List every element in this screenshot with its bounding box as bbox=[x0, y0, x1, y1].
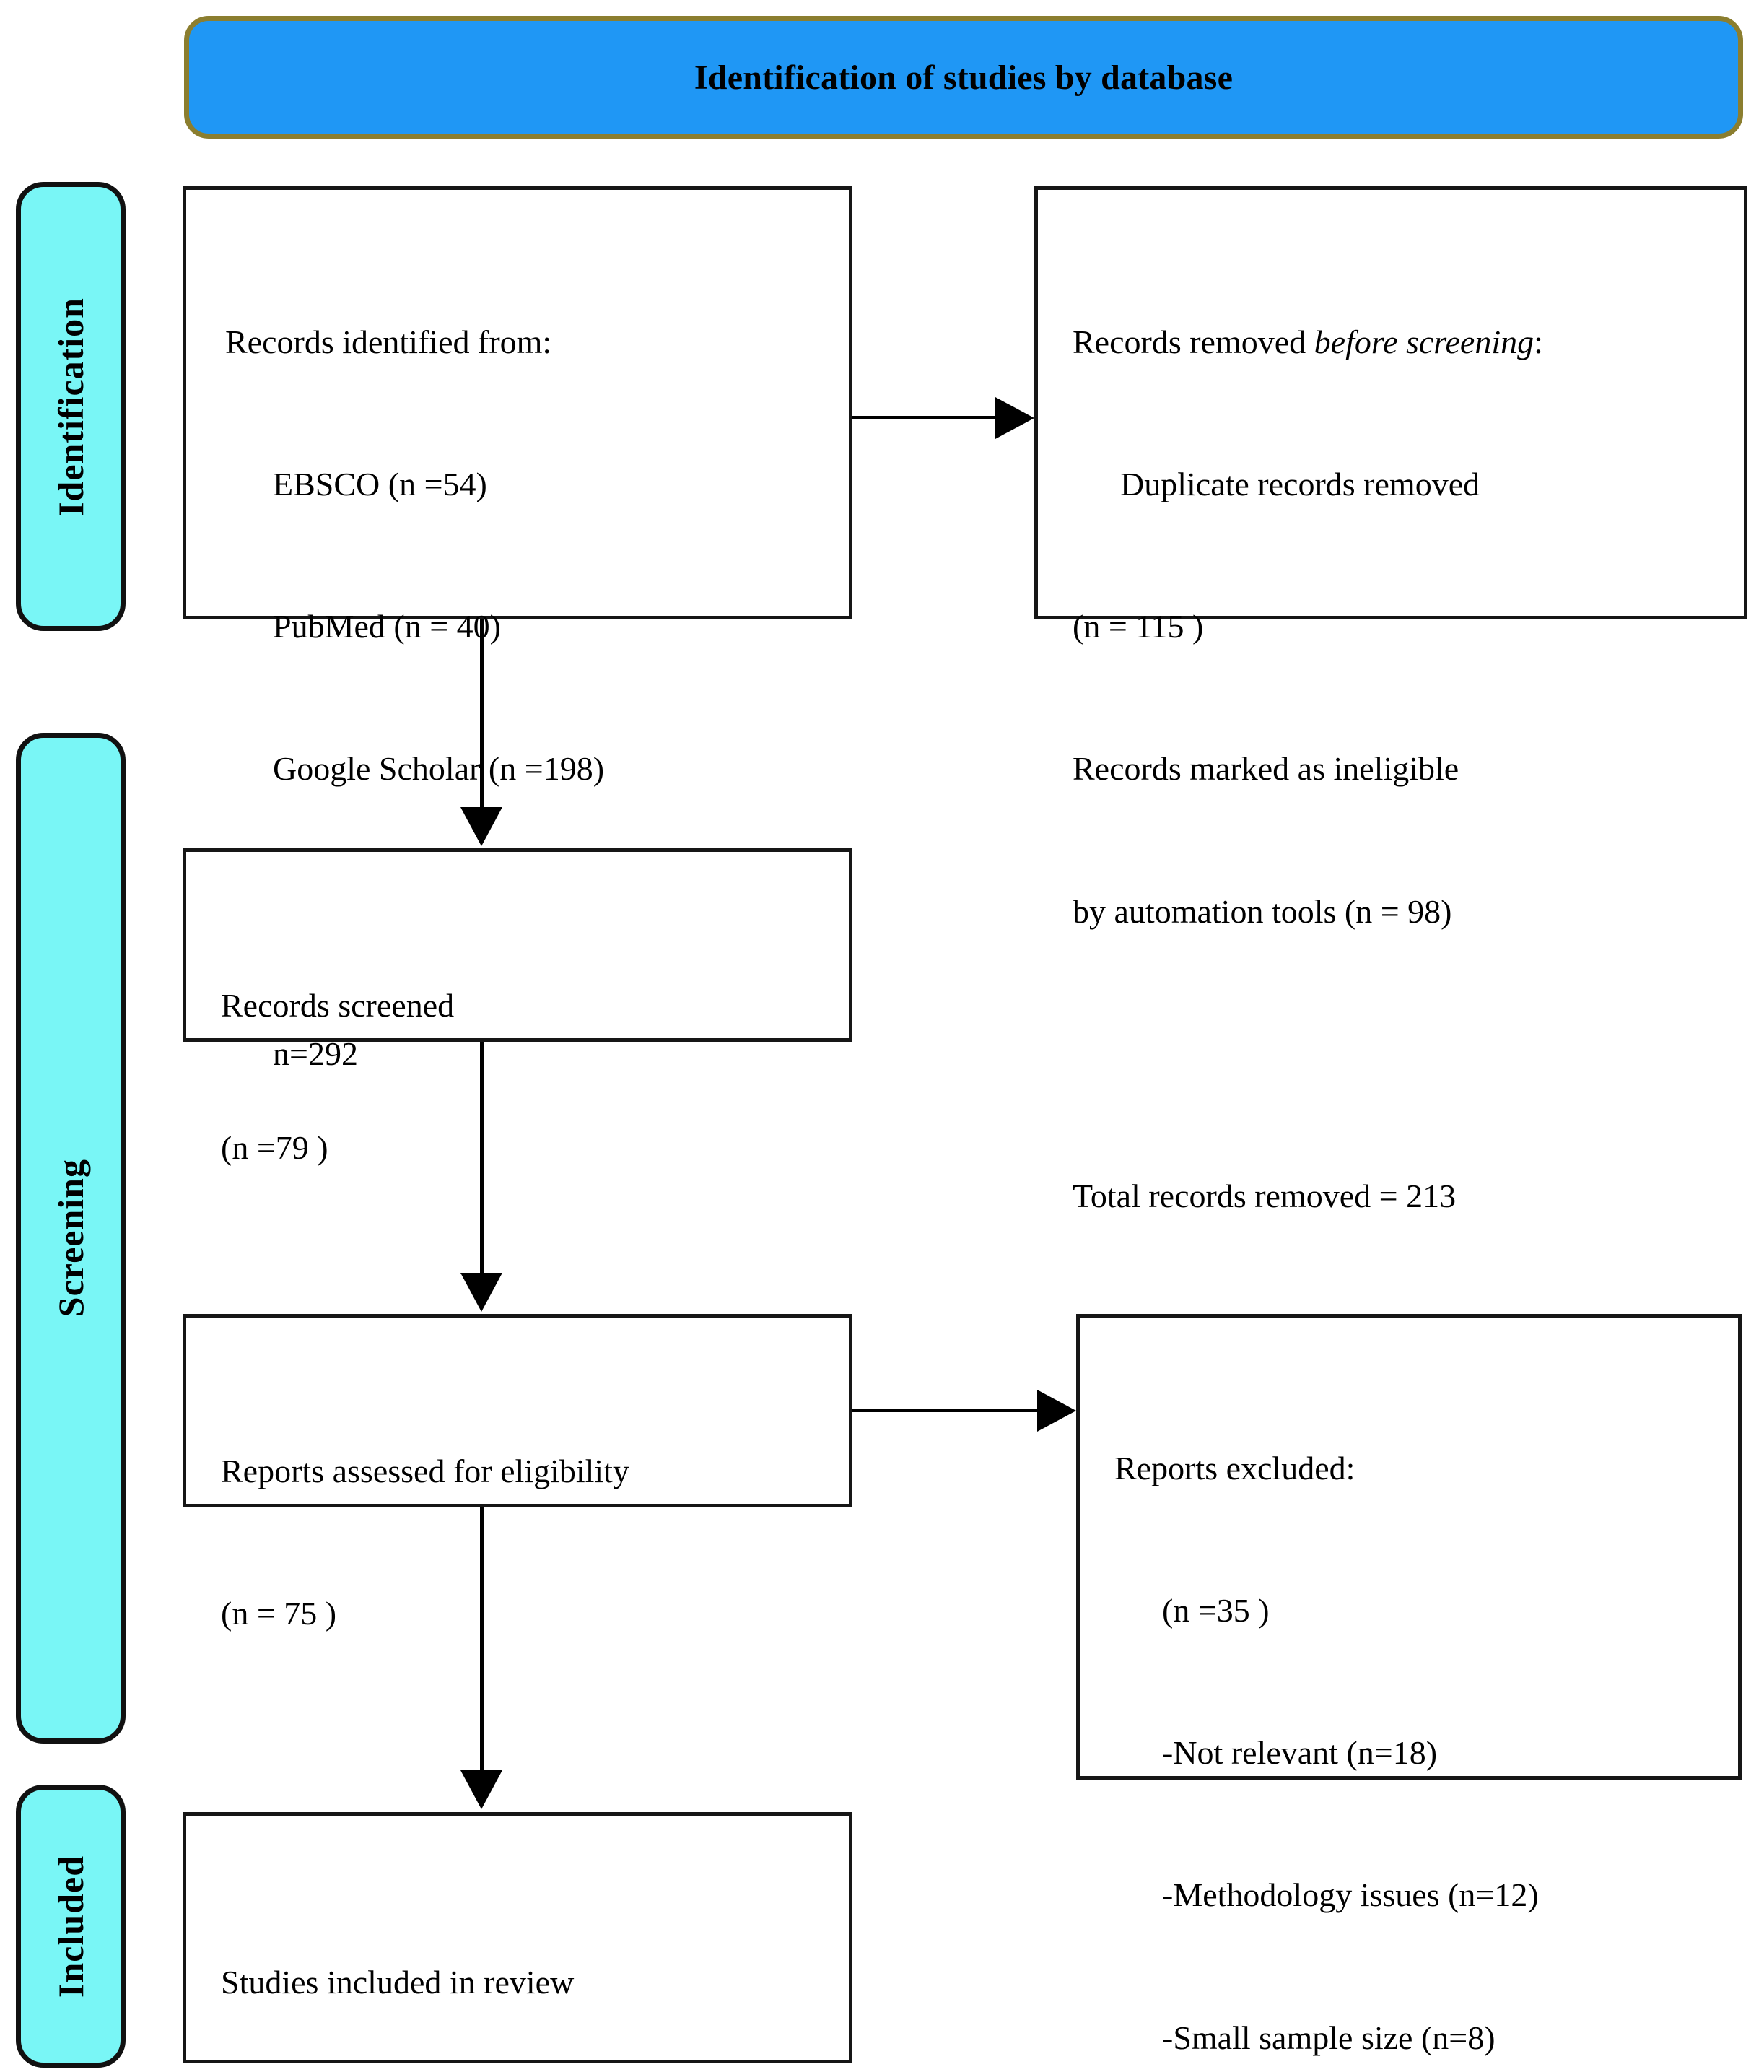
records-screened-title: Records screened bbox=[221, 986, 455, 1024]
records-identified-title: Records identified from: bbox=[225, 323, 552, 360]
box-reports-excluded: Reports excluded: (n =35 ) -Not relevant… bbox=[1076, 1314, 1742, 2056]
records-identified-source-pubmed: PubMed (n = 40) bbox=[273, 608, 501, 645]
stage-label-included: Included bbox=[16, 1785, 126, 2068]
reports-excluded-title: Reports excluded: bbox=[1114, 1449, 1355, 1486]
records-removed-reason-duplicates-count: (n = 115 ) bbox=[1073, 608, 1204, 645]
header-banner: Identification of studies by database bbox=[184, 16, 1743, 139]
records-removed-title: Records removed before screening: bbox=[1073, 318, 1744, 366]
reports-excluded-reason-methodology-issues: -Methodology issues (n=12) bbox=[1162, 1876, 1539, 1914]
records-removed-reason-ineligible: Records marked as ineligible bbox=[1073, 750, 1459, 788]
stage-label-identification: Identification bbox=[16, 182, 126, 631]
reports-eligibility-title: Reports assessed for eligibility bbox=[221, 1452, 629, 1489]
box-records-screened: Records screened (n =79 ) bbox=[183, 848, 852, 1166]
box-reports-assessed-for-eligibility: Reports assessed for eligibility (n = 75… bbox=[183, 1314, 852, 1632]
records-removed-reason-duplicates: Duplicate records removed bbox=[1120, 465, 1480, 502]
records-removed-title-italic: before screening bbox=[1314, 323, 1534, 360]
records-removed-title-suffix: : bbox=[1534, 323, 1543, 360]
connector-identified-to-screened bbox=[480, 619, 484, 809]
connector-screened-to-eligibility bbox=[480, 1042, 484, 1274]
arrow-right-icon-identified-to-removed bbox=[995, 397, 1034, 439]
box-records-identified: Records identified from: EBSCO (n =54) P… bbox=[183, 186, 852, 1072]
reports-excluded-reason-not-relevant: -Not relevant (n=18) bbox=[1162, 1734, 1438, 1772]
arrow-down-icon-eligibility-to-included bbox=[460, 1770, 502, 1809]
page-title: Identification of studies by database bbox=[694, 58, 1234, 97]
reports-excluded-count: (n =35 ) bbox=[1162, 1591, 1270, 1629]
records-identified-source-ebsco: EBSCO (n =54) bbox=[273, 465, 487, 502]
records-screened-count: (n =79 ) bbox=[221, 1128, 328, 1166]
connector-eligibility-to-included bbox=[480, 1507, 484, 1772]
box-studies-included: Studies included in review (n = 30) bbox=[183, 1812, 852, 2063]
connector-identified-to-removed bbox=[852, 416, 997, 419]
records-removed-title-prefix: Records removed bbox=[1073, 323, 1314, 360]
arrow-down-icon-screened-to-eligibility bbox=[460, 1273, 502, 1312]
studies-included-title: Studies included in review bbox=[221, 1963, 575, 2001]
box-records-removed: Records removed before screening: Duplic… bbox=[1034, 186, 1747, 1214]
arrow-down-icon-identified-to-screened bbox=[460, 807, 502, 846]
stage-label-included-text: Included bbox=[51, 1855, 91, 1998]
reports-eligibility-count: (n = 75 ) bbox=[221, 1594, 337, 1632]
reports-excluded-reason-small-sample-size: -Small sample size (n=8) bbox=[1162, 2019, 1496, 2056]
arrow-right-icon-eligibility-to-excluded bbox=[1037, 1390, 1076, 1432]
stage-label-screening-text: Screening bbox=[51, 1159, 91, 1318]
stage-label-screening: Screening bbox=[16, 733, 126, 1744]
stage-label-identification-text: Identification bbox=[51, 297, 91, 516]
records-removed-reason-ineligible-count: by automation tools (n = 98) bbox=[1073, 892, 1452, 930]
records-removed-total: Total records removed = 213 bbox=[1073, 1178, 1457, 1215]
connector-eligibility-to-excluded bbox=[852, 1409, 1039, 1412]
records-identified-source-google-scholar: Google Scholar (n =198) bbox=[273, 750, 605, 788]
records-removed-spacer bbox=[1073, 1030, 1744, 1078]
